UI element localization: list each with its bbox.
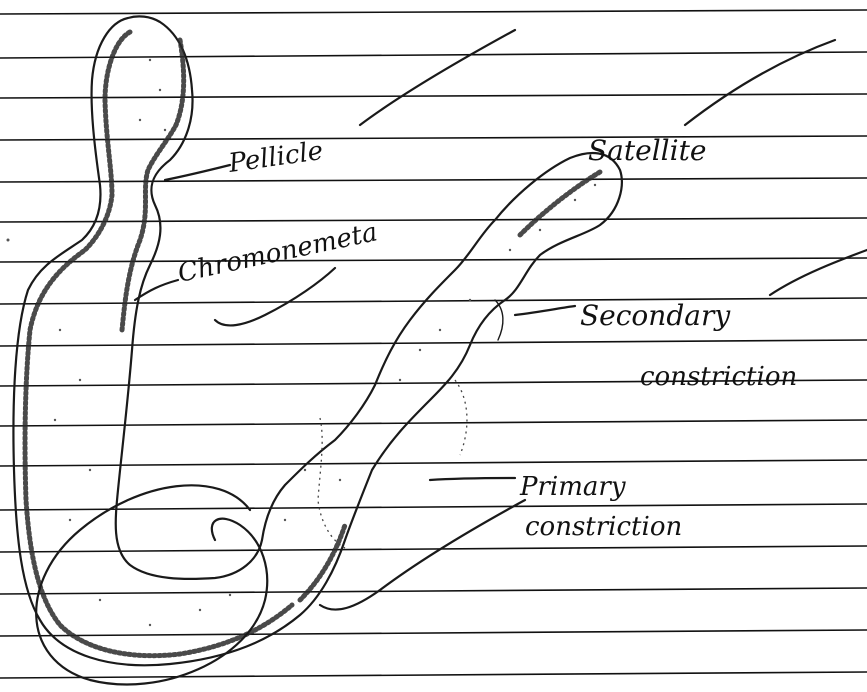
label-satellite: Satellite [588,134,706,167]
leader-secondary-hook [770,250,867,295]
label-pellicle: Pellicle [226,136,325,179]
label-secondary-line2: constriction [640,362,797,392]
chromosome-body [7,16,622,665]
leader-primary [430,478,515,480]
label-secondary-line1: Secondary [580,299,731,332]
leader-secondary [515,306,575,315]
leader-pellicle-hook [360,30,515,125]
leader-pellicle [165,165,230,180]
ruled-lines [0,10,867,678]
leader-lines [135,30,867,610]
label-primary-line2: constriction [525,512,682,542]
label-primary-line1: Primary [519,472,626,502]
leader-primary-hook [320,500,525,610]
label-chromonemeta: Chromonemeta [175,217,380,289]
